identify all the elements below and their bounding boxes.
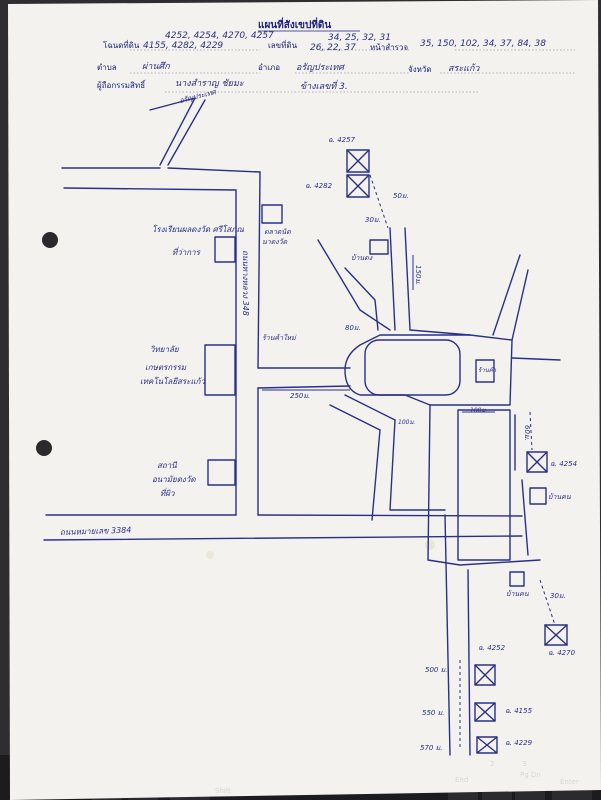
distance-100-b: 100ม. — [470, 407, 487, 414]
paper-sheet — [8, 0, 601, 800]
parcel-numbers: 26, 22, 37 — [310, 43, 356, 53]
distance-150: 150ม. — [414, 265, 422, 285]
distance-80: 80ม. — [345, 324, 361, 332]
doc-title: แผนที่สังเขปที่ดิน — [258, 17, 331, 31]
owner-extra: ข้างเลขที่ 3. — [300, 79, 348, 92]
station-label: สถานี — [157, 461, 177, 470]
house-right-box — [529, 487, 547, 505]
subdistrict-value: ผ่านศึก — [142, 61, 170, 72]
house-bottom-label: บ้านคน — [506, 590, 529, 598]
parcel-4270-label: ฉ. 4270 — [548, 649, 576, 657]
land-title-label: โฉนดที่ดิน — [103, 39, 140, 50]
punch-hole-top — [42, 232, 58, 248]
parcel-4229-label: ฉ. 4229 — [505, 739, 533, 747]
parcel-4282-marker — [346, 174, 370, 198]
vertical-road-label: ถนนทางหลวง 348 — [241, 250, 250, 316]
distance-500: 500 ม. — [425, 666, 447, 674]
market-label: ตลาดนัด — [264, 228, 291, 236]
shop-box — [475, 359, 495, 383]
station-label-3: ที่ผิว — [160, 487, 175, 498]
district-label: อำเภอ — [258, 63, 280, 72]
province-label: จังหวัด — [408, 65, 432, 74]
survey-numbers: 35, 150, 102, 34, 37, 84, 38 — [420, 39, 546, 49]
key-enter: Enter — [560, 778, 579, 786]
subdistrict-label: ตำบล — [97, 63, 117, 72]
key-2: 2 — [490, 760, 494, 768]
parcel-4155-label: ฉ. 4155 — [505, 707, 533, 715]
office-label: ที่ว่าการ — [172, 246, 202, 257]
distance-50-top: 50ม. — [393, 192, 409, 200]
key-shift: Shift — [215, 787, 231, 795]
parcel-4252-label: ฉ. 4252 — [478, 644, 506, 652]
school-building — [214, 236, 236, 263]
parcel-4270-marker — [544, 624, 568, 646]
distance-100-a: 100ม. — [398, 419, 415, 426]
key-3: 3 — [522, 760, 526, 768]
market-label-2: นาดงวัด — [262, 238, 288, 246]
college-building — [204, 344, 236, 396]
punch-hole-bottom — [36, 440, 52, 456]
distance-30-top: 30ม. — [365, 216, 381, 224]
distance-30-bottom: 30ม. — [550, 592, 566, 600]
road-network — [43, 97, 561, 756]
parcel-4257-label: ฉ. 4257 — [328, 136, 356, 144]
parcel-4257-marker — [346, 149, 370, 173]
survey-page-label: หน้าสำรวจ — [370, 43, 408, 52]
distance-250: 250ม. — [290, 392, 310, 400]
parcel-4229-marker — [476, 736, 498, 754]
parcel-label: เลขที่ดิน — [268, 39, 298, 50]
parcel-4254-label: ฉ. 4254 — [550, 460, 577, 468]
key-pgdn: Pg Dn — [520, 771, 541, 779]
college-label-2: เกษตรกรรม — [145, 363, 187, 372]
distance-550: 550 ม. — [422, 709, 444, 717]
owner-label: ผู้ถือกรรมสิทธิ์ — [97, 79, 147, 91]
temple-label: บ้านดง — [351, 254, 373, 262]
parcel-4282-label: ฉ. 4282 — [305, 182, 333, 190]
station-building — [207, 459, 236, 486]
parcel-4254-marker — [526, 451, 548, 473]
bottom-road-label: ถนนหมายเลข 3384 — [60, 526, 132, 537]
parcel-4252-marker — [474, 664, 496, 686]
land-title-numbers: 4155, 4282, 4229 — [143, 41, 223, 51]
shop-label: ร้านค้า — [478, 366, 497, 374]
distance-60: 60ม. — [523, 425, 531, 441]
title-numbers: 4252, 4254, 4270, 4257 — [165, 31, 274, 41]
college-label-3: เทคโนโลยีสระแก้ว — [140, 376, 205, 386]
house-bottom-box — [509, 571, 525, 587]
house-left-box — [369, 239, 389, 255]
district-value: อรัญประเทศ — [296, 62, 345, 73]
province-value: สระแก้ว — [448, 63, 480, 74]
station-label-2: อนามัยดงวัด — [152, 475, 196, 484]
house-left-label: ร้านค้าใหม่ — [262, 333, 297, 342]
parcel-markers — [346, 149, 568, 754]
market-building — [261, 204, 283, 224]
key-end: End — [455, 776, 468, 784]
parcel-numbers-top: 34, 25, 32, 31 — [328, 33, 391, 43]
school-label: โรงเรียนผลดงวัด ศรีโสภณ — [152, 224, 244, 234]
house-right-label: บ้านคน — [548, 493, 571, 501]
distance-570: 570 ม. — [420, 744, 442, 752]
college-label: วิทยาลัย — [150, 345, 180, 354]
owner-value: นางสำราญ ชัยมะ — [175, 78, 245, 89]
parcel-4155-marker — [474, 702, 496, 722]
